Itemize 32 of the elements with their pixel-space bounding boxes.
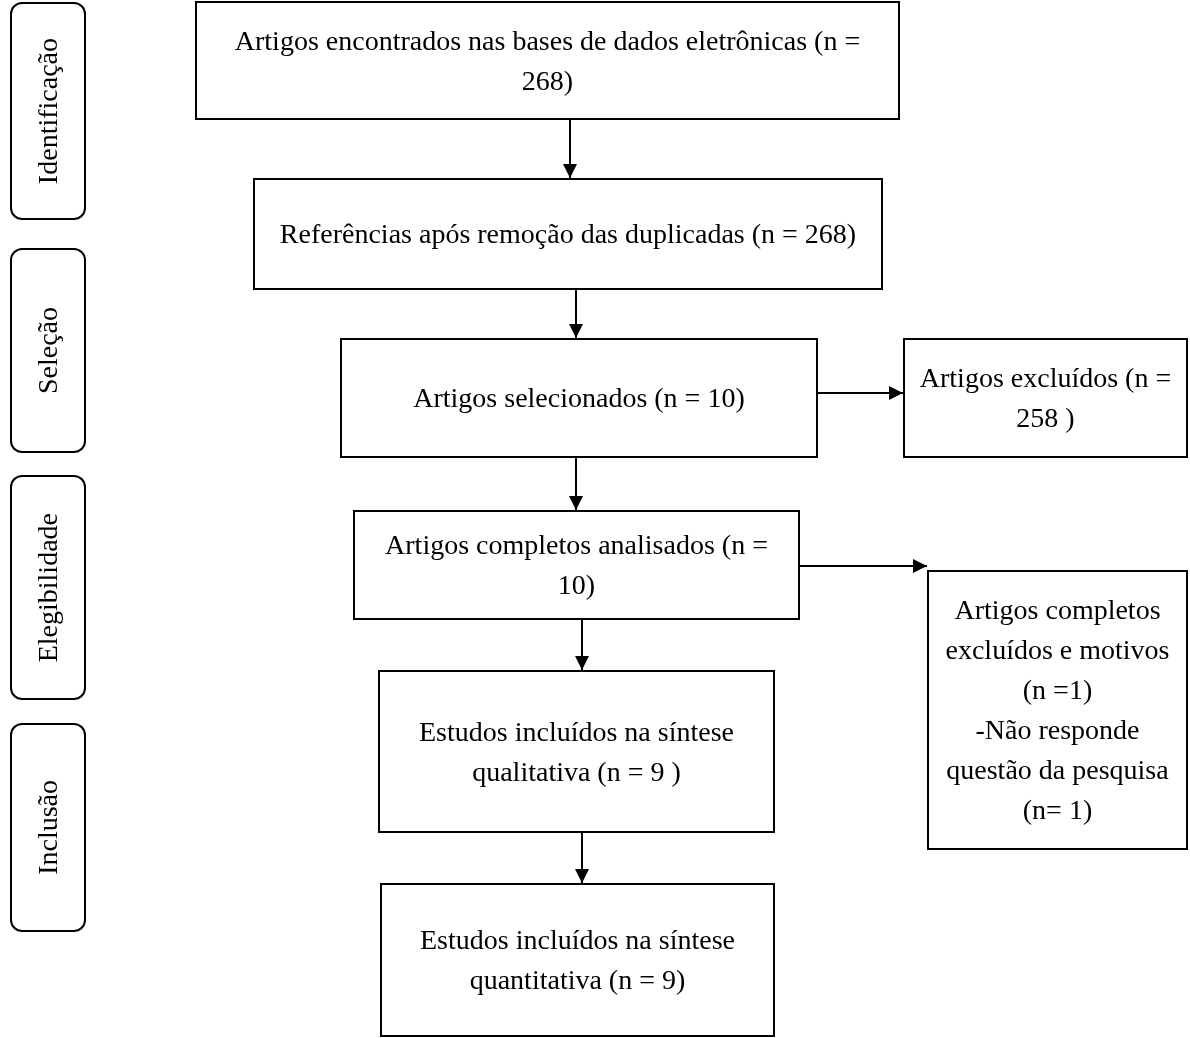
box-text: Artigos excluídos (n = 258 ) — [918, 361, 1173, 435]
stage-label: Identificação — [34, 37, 62, 185]
stage-label-box — [10, 475, 86, 700]
box-text: Estudos incluídos na síntese quantitativa (n = 9) — [419, 923, 736, 997]
process-box — [378, 670, 775, 833]
stage-label-box — [10, 2, 86, 220]
box-text: Artigos selecionados (n = 10) — [413, 381, 745, 415]
stage-label-box — [10, 723, 86, 932]
box-text: Artigos encontrados nas bases de dados eletrônicas (n = 268) — [233, 23, 862, 98]
process-box — [340, 338, 818, 458]
stage-label-box — [10, 248, 86, 453]
process-box — [353, 510, 800, 620]
stage-label: Seleção — [34, 306, 62, 395]
arrow — [569, 289, 583, 339]
box-text: Referências após remoção das duplicadas (n = 268) — [279, 217, 857, 251]
process-box — [927, 570, 1188, 850]
box-text: -Não responde questão da pesquisa (n= 1) — [945, 713, 1170, 827]
arrow — [817, 386, 904, 400]
arrow — [563, 119, 577, 179]
arrow — [569, 457, 583, 511]
stage-label: Inclusão — [34, 780, 62, 875]
arrow — [575, 832, 589, 884]
box-text: Artigos completos analisados (n = 10) — [384, 528, 769, 602]
process-box — [195, 1, 900, 120]
arrow — [575, 619, 589, 671]
process-box — [253, 178, 883, 290]
box-text: Estudos incluídos na síntese qualitativa (n = 9 ) — [418, 714, 735, 789]
process-box — [903, 338, 1188, 458]
stage-label: Elegibilidade — [34, 512, 62, 663]
process-box — [380, 883, 775, 1037]
arrow — [799, 559, 928, 573]
box-text: Artigos completos excluídos e motivos (n =1) — [944, 593, 1171, 707]
